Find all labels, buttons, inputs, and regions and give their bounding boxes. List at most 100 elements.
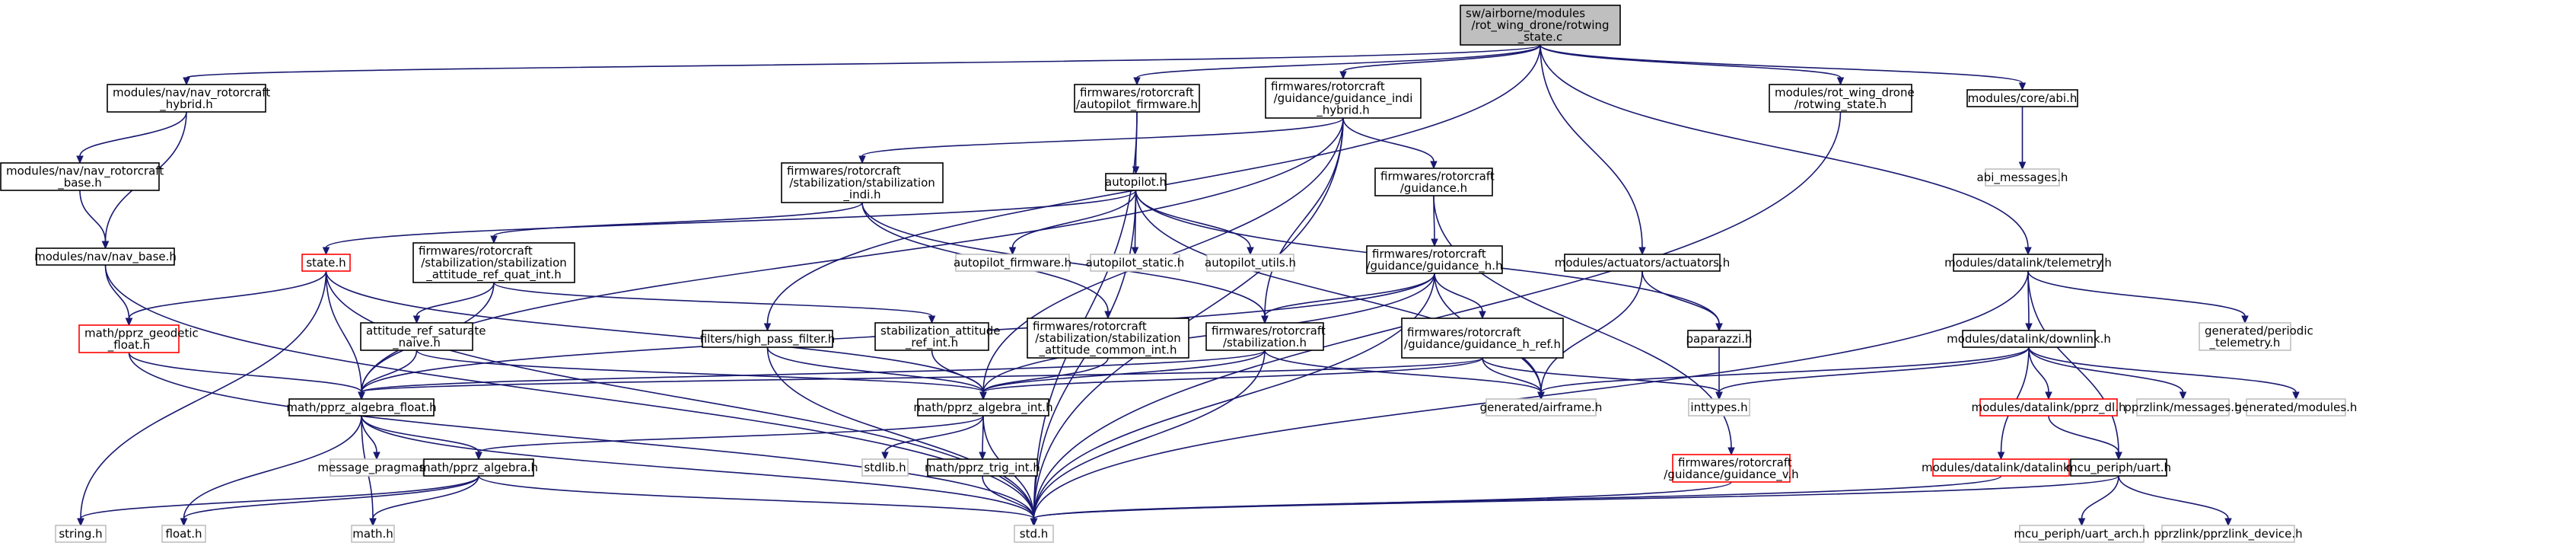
node-label-line: float.h [166,527,202,541]
edge-path [1342,44,1541,72]
edge-path [1540,44,2029,248]
node-label-line: /rotwing_state.h [1794,97,1887,112]
node-pprz-algebra-float[interactable]: math/pprz_algebra_float.h [286,398,437,417]
edge-arrowhead [1008,247,1017,256]
node-stabilization-indi[interactable]: firmwares/rotorcraft/stabilization/stabi… [781,162,944,203]
edges-layer [76,44,2300,527]
node-std-h[interactable]: std.h [1014,525,1054,543]
node-guidance-indi-hybrid[interactable]: firmwares/rotorcraft/guidance/guidance_i… [1265,78,1422,119]
edge-arrowhead [322,247,330,256]
node-label-line: /guidance/guidance_v.h [1664,468,1798,482]
edge-actuators-to-paparazzi [1641,270,1723,332]
edge-path [1033,475,2119,519]
edge-path [128,352,1035,519]
node-stab-attitude-common-int[interactable]: firmwares/rotorcraft/stabilization/stabi… [1027,318,1189,359]
edge-arrowhead [858,155,866,164]
node-label-line: /stabilization/stabilization [421,256,567,270]
edge-downlink-to-pprz-dl [2028,346,2052,401]
node-label-line: mcu_periph/uart.h [2066,461,2171,475]
edge-arrowhead [180,518,188,527]
node-rotwing-state-h[interactable]: modules/rot_wing_drone/rotwing_state.h [1769,84,1915,113]
node-box [1366,245,1503,274]
edge-guidance-indi-hybrid-to-guidance [1342,117,1438,170]
edge-path [982,357,1483,393]
node-periodic-telemetry[interactable]: generated/periodic_telemetry.h [2199,322,2313,351]
node-box [927,458,1038,477]
nodes-layer: sw/airborne/modules/rot_wing_drone/rotwi… [0,5,2358,543]
node-pprz-geodetic-float[interactable]: math/pprz_geodetic_float.h [78,324,199,353]
edge-arrowhead [1727,447,1735,456]
edge-nav-rotorcraft-hybrid-to-nav-rotorcraft-base [76,111,187,164]
node-generated-modules[interactable]: generated/modules.h [2235,398,2358,417]
node-autopilot-utils[interactable]: autopilot_utils.h [1205,254,1296,272]
edge-arrowhead [1638,247,1646,256]
node-uart-arch[interactable]: mcu_periph/uart_arch.h [2014,525,2150,543]
edge-path [1033,111,1138,519]
node-label-line: string.h [59,527,102,541]
node-guidance[interactable]: firmwares/rotorcraft/guidance.h [1374,168,1495,196]
node-datalink[interactable]: modules/datalink/datalink.h [1922,458,2081,477]
node-pprzlink-messages[interactable]: pprzlink/messages.h [2124,398,2242,417]
node-nav-rotorcraft-base[interactable]: modules/nav/nav_rotorcraft_base.h [0,162,164,191]
node-stab-attitude-ref-quat[interactable]: firmwares/rotorcraft/stabilization/stabi… [412,242,575,283]
edge-root-to-abi [1540,44,2027,91]
node-guidance-v[interactable]: firmwares/rotorcraft/guidance/guidance_v… [1664,454,1799,483]
edge-state-to-string-h [77,270,327,527]
edge-arrowhead [373,452,381,461]
node-autopilot-static[interactable]: autopilot_static.h [1086,254,1185,272]
node-guidance-h-ref[interactable]: firmwares/rotorcraft/guidance/guidance_h… [1401,318,1564,359]
edge-downlink-to-airframe [1537,346,2030,401]
node-stab-attitude-ref-int[interactable]: stabilization_attitude_ref_int.h [874,322,1000,351]
node-abi-messages[interactable]: abi_messages.h [1977,168,2068,187]
node-downlink[interactable]: modules/datalink/downlink.h [1947,330,2111,348]
node-pprz-dl[interactable]: modules/datalink/pprz_dl.h [1972,398,2126,417]
node-stdlib[interactable]: stdlib.h [861,458,909,477]
node-root[interactable]: sw/airborne/modules/rot_wing_drone/rotwi… [1460,5,1621,46]
node-box [702,330,833,348]
edge-arrowhead [881,452,889,461]
edge-path [478,415,984,453]
edge-arrowhead [2018,82,2027,91]
node-label-line: firmwares/rotorcraft [787,164,901,178]
node-autopilot-firmware[interactable]: firmwares/rotorcraft/autopilot_firmware.… [1074,84,1200,113]
edge-uart-to-uart-arch [2078,475,2119,527]
node-telemetry[interactable]: modules/datalink/telemetry.h [1944,254,2112,272]
node-high-pass-filter[interactable]: filters/high_pass_filter.h [700,330,836,348]
node-message-pragmas[interactable]: message_pragmas.h [317,458,436,477]
node-pprz-trig-int[interactable]: math/pprz_trig_int.h [925,458,1040,477]
node-actuators[interactable]: modules/actuators/actuators.h [1555,254,1731,272]
node-pprz-algebra-int[interactable]: math/pprz_algebra_int.h [913,398,1053,417]
edge-pprz-algebra-to-string-h [77,475,479,527]
node-nav-base[interactable]: modules/nav/nav_base.h [34,247,177,266]
node-stabilization-h[interactable]: firmwares/rotorcraft/stabilization.h [1205,322,1326,351]
edge-stab-attitude-ref-quat-to-attitude-ref-saturate [412,282,495,324]
node-airframe[interactable]: generated/airframe.h [1480,398,1603,417]
node-autopilot[interactable]: autopilot.h [1105,173,1167,191]
node-pprz-algebra[interactable]: math/pprz_algebra.h [419,458,538,477]
node-attitude-ref-saturate[interactable]: attitude_ref_saturate_naive.h [360,322,486,351]
node-pprzlink-device[interactable]: pprzlink/pprzlink_device.h [2154,525,2303,543]
node-box [861,458,909,477]
edge-guidance-indi-hybrid-to-stabilization-indi [858,117,1344,164]
edge-path [80,475,479,519]
node-label-line: firmwares/rotorcraft [1271,80,1385,94]
node-state[interactable]: state.h [301,254,351,272]
node-nav-rotorcraft-hybrid[interactable]: modules/nav/nav_rotorcraft_hybrid.h [107,84,270,113]
edge-nav-base-to-pprz-geodetic-float [104,264,133,327]
node-inttypes[interactable]: inttypes.h [1688,398,1750,417]
edge-arrowhead [2292,391,2300,401]
node-label-line: modules/actuators/actuators.h [1555,256,1731,270]
node-box [1953,254,2103,272]
node-box [1979,398,2118,417]
node-guidance-h[interactable]: firmwares/rotorcraft/guidance/guidance_h… [1366,245,1503,274]
node-autopilot-firmware-ext[interactable]: autopilot_firmware.h [954,254,1071,272]
node-label-line: /guidance/guidance_h.h [1366,259,1502,273]
node-label-line: /stabilization.h [1223,336,1307,350]
node-float-h[interactable]: float.h [161,525,206,543]
node-abi[interactable]: modules/core/abi.h [1966,89,2078,107]
edge-path [1136,44,1541,78]
node-uart[interactable]: mcu_periph/uart.h [2066,458,2171,477]
node-string-h[interactable]: string.h [55,525,107,543]
node-paparazzi[interactable]: paparazzi.h [1686,330,1753,348]
node-math-h[interactable]: math.h [351,525,395,543]
